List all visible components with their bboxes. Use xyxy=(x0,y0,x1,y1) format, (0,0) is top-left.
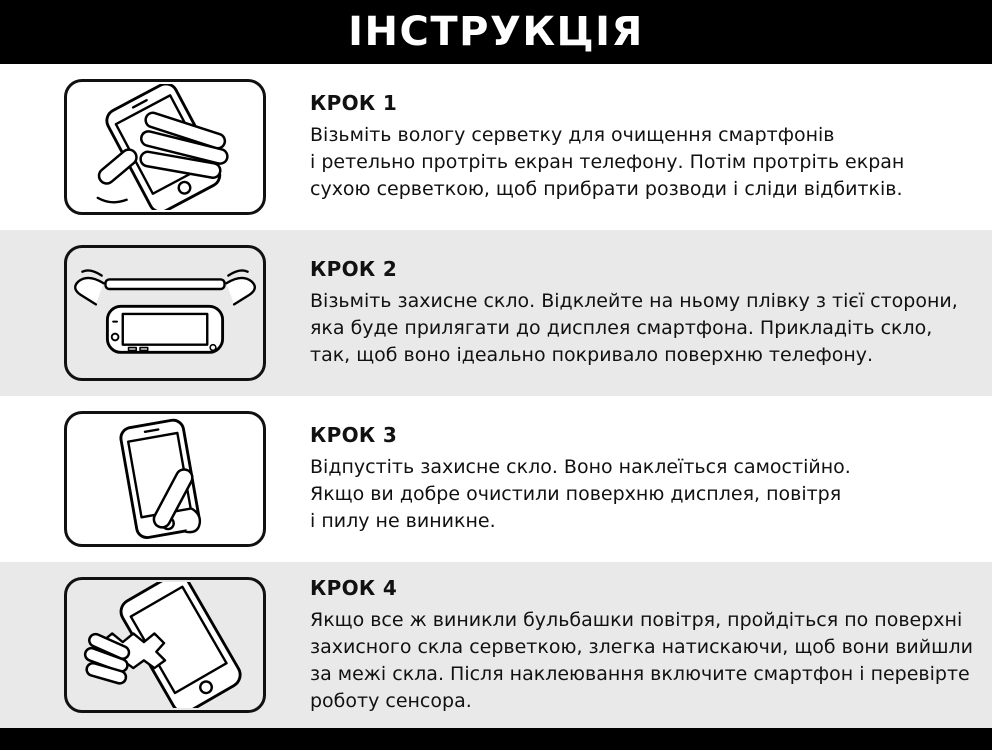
header-bar: ІНСТРУКЦІЯ xyxy=(0,0,992,64)
step-row-2: КРОК 2 Візьміть захисне скло. Відклейте … xyxy=(0,230,992,396)
step-4-text: КРОК 4 Якщо все ж виникли бульбашки пові… xyxy=(310,576,973,715)
step-body: Якщо все ж виникли бульбашки повітря, пр… xyxy=(310,608,974,712)
step-body: Відпустіть захисне скло. Воно наклеїться… xyxy=(310,456,851,532)
step-4-illustration-box xyxy=(64,577,266,713)
steps-list: КРОК 1 Візьміть вологу серветку для очищ… xyxy=(0,64,992,728)
step-1-text: КРОК 1 Візьміть вологу серветку для очищ… xyxy=(310,91,904,203)
step-row-4: КРОК 4 Якщо все ж виникли бульбашки пові… xyxy=(0,562,992,728)
wipe-bubbles-icon xyxy=(83,582,242,708)
step-title: КРОК 3 xyxy=(310,423,398,447)
step-title: КРОК 2 xyxy=(310,257,398,281)
step-body: Візьміть вологу серветку для очищення см… xyxy=(310,124,905,200)
step-2-text: КРОК 2 Візьміть захисне скло. Відклейте … xyxy=(310,257,958,369)
apply-glass-icon xyxy=(74,269,256,354)
clean-screen-icon xyxy=(96,84,229,210)
step-row-3: КРОК 3 Відпустіть захисне скло. Воно нак… xyxy=(0,396,992,562)
step-2-illustration-box xyxy=(64,245,266,381)
step-3-illustration-box xyxy=(64,411,266,547)
step-1-illustration-box xyxy=(64,79,266,215)
step-row-1: КРОК 1 Візьміть вологу серветку для очищ… xyxy=(0,64,992,230)
footer-bar xyxy=(0,728,992,750)
press-glass-icon xyxy=(119,418,202,539)
step-title: КРОК 1 xyxy=(310,91,398,115)
step-title: КРОК 4 xyxy=(310,575,398,600)
step-body: Візьміть захисне скло. Відклейте на ньом… xyxy=(310,290,958,366)
step-3-text: КРОК 3 Відпустіть захисне скло. Воно нак… xyxy=(310,423,851,535)
page-title: ІНСТРУКЦІЯ xyxy=(348,9,644,55)
